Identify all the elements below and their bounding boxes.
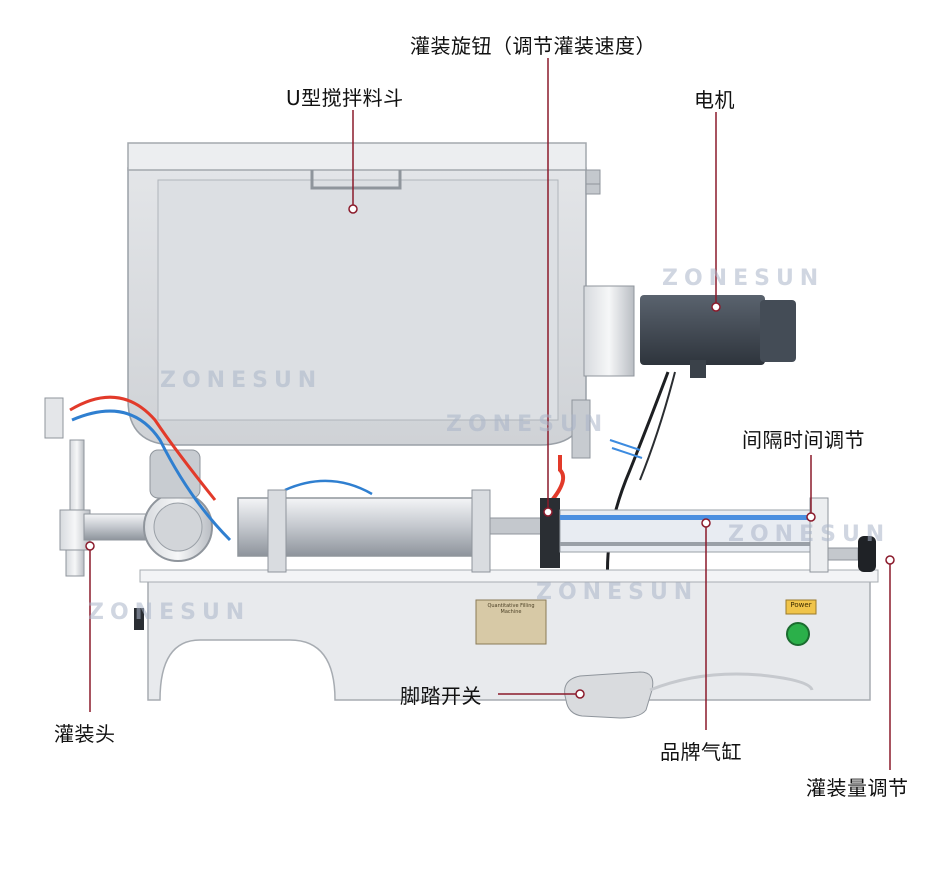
label-filling-knob: 灌装旋钮（调节灌装速度） xyxy=(410,34,656,58)
label-volume-adjust: 灌装量调节 xyxy=(806,776,909,800)
watermark: ZONESUN xyxy=(446,412,609,437)
base-cabinet xyxy=(134,569,879,701)
watermark: ZONESUN xyxy=(160,368,323,393)
piston-barrel xyxy=(237,489,547,573)
watermark: ZONESUN xyxy=(728,522,891,547)
foot-switch xyxy=(564,671,814,719)
label-hopper: U型搅拌料斗 xyxy=(286,86,404,110)
label-interval-adjust: 间隔时间调节 xyxy=(742,428,865,452)
power-label: Power xyxy=(790,601,812,609)
leader-lines xyxy=(85,58,895,770)
label-filling-head: 灌装头 xyxy=(54,722,116,746)
motor xyxy=(583,285,796,378)
watermark: ZONESUN xyxy=(536,580,699,605)
label-foot-switch: 脚踏开关 xyxy=(400,684,482,708)
u-hopper xyxy=(127,142,601,459)
nameplate-text: Quantitative Filling Machine xyxy=(487,603,535,615)
label-cylinder: 品牌气缸 xyxy=(660,740,742,764)
watermark: ZONESUN xyxy=(662,266,825,291)
label-motor: 电机 xyxy=(694,88,735,112)
watermark: ZONESUN xyxy=(88,600,251,625)
